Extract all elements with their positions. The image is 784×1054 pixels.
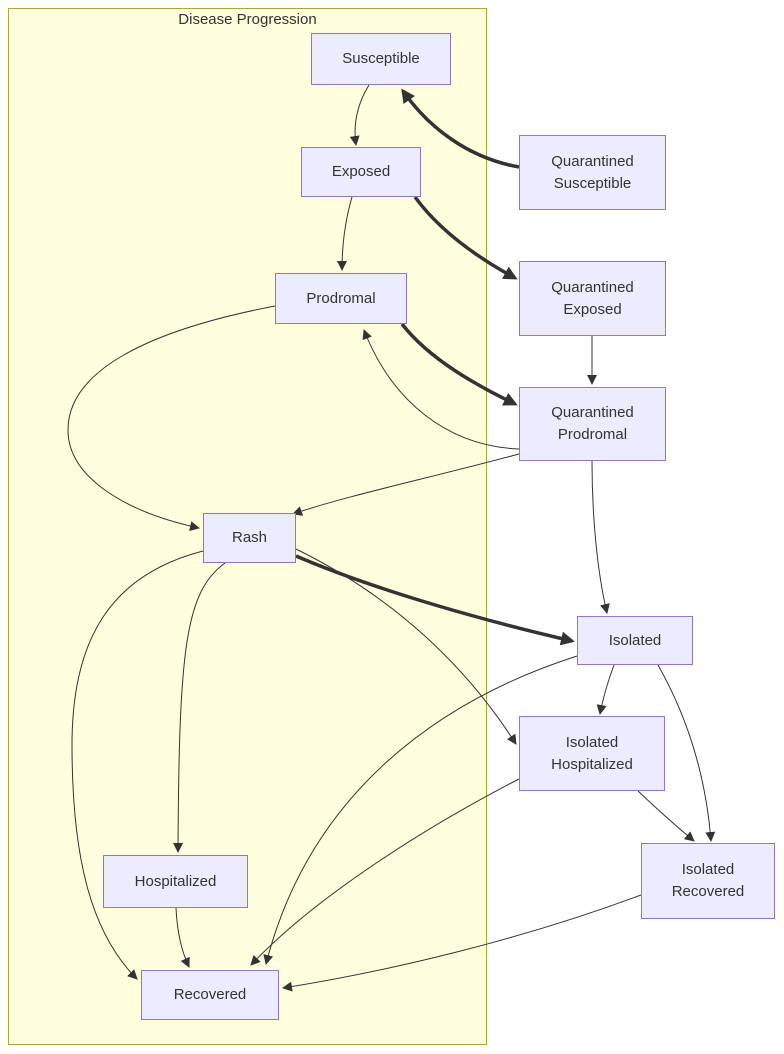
edge-isolated-hospitalized-to-recovered [250,778,520,966]
edge-rash-to-isolated [295,554,575,646]
edge-exposed-to-quarantined-exposed [413,195,518,280]
edge-isolated-to-isolated-recovered [657,664,716,842]
edge-hospitalized-to-recovered [175,907,190,968]
node-quarantined-prodromal: Quarantined Prodromal [519,387,666,461]
edge-exposed-to-prodromal [337,196,353,271]
node-susceptible: Susceptible [311,33,451,85]
node-recovered: Recovered [141,970,279,1020]
node-quarantined-exposed: Quarantined Exposed [519,261,666,336]
edge-isolated-hospitalized-to-isolated-recovered [637,790,695,842]
node-exposed: Exposed [301,147,421,197]
edge-quarantined-susceptible-to-susceptible [401,88,520,169]
edge-susceptible-to-exposed [349,84,370,146]
edge-quarantined-prodromal-to-rash [292,453,520,516]
edge-isolated-recovered-to-recovered [282,894,642,992]
node-isolated: Isolated [577,616,693,665]
node-rash: Rash [203,513,296,563]
edge-rash-to-hospitalized [173,562,226,853]
edge-quarantined-prodromal-to-isolated [591,460,610,614]
node-quarantined-susceptible: Quarantined Susceptible [519,135,666,210]
edge-prodromal-to-rash [67,305,276,531]
cluster-title: Disease Progression [178,11,317,28]
node-isolated-recovered: Isolated Recovered [641,843,775,919]
edge-prodromal-to-quarantined-prodromal [400,322,518,406]
node-prodromal: Prodromal [275,273,407,324]
edge-isolated-to-isolated-hospitalized [596,664,615,715]
edge-quarantined-prodromal-to-prodromal [362,329,520,450]
edge-rash-to-isolated-hospitalized [295,548,517,745]
node-isolated-hospitalized: Isolated Hospitalized [519,716,665,791]
edge-isolated-to-recovered [263,655,578,965]
edge-rash-to-recovered [71,550,204,980]
node-hospitalized: Hospitalized [103,855,248,908]
